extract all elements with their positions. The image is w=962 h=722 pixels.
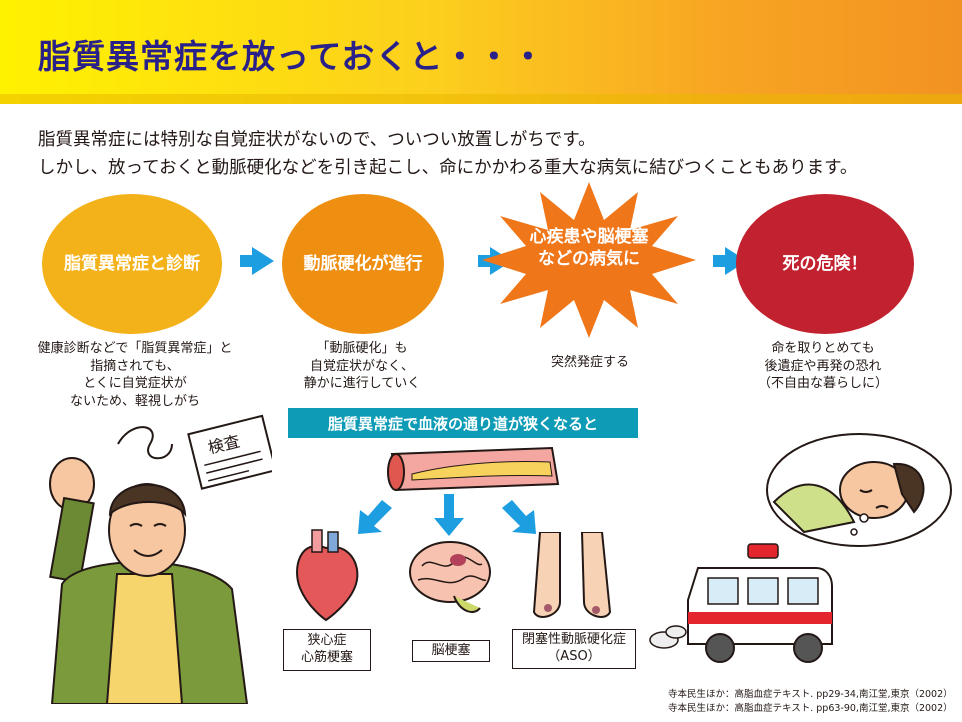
organ-label-heart: 狭心症 心筋梗塞 (283, 629, 371, 671)
arrow-down-right-icon (502, 500, 536, 534)
step-disease-label-line: などの病気に (538, 249, 640, 270)
desc-line: 突然発症する (550, 355, 629, 370)
desc-line: 健康診断などで「脂質異常症」と (37, 341, 233, 356)
intro-line-1: 脂質異常症には特別な自覚症状がないので、ついつい放置しがちです。 (38, 130, 596, 150)
desc-line: 自覚症状がなく、 (309, 358, 414, 374)
siren-icon (747, 543, 779, 559)
desc-line: 静かに進行していく (303, 376, 421, 392)
step-death-label: 死の危険！ (782, 253, 868, 274)
desc-line: 「動脈硬化」も (316, 341, 408, 356)
organ-label-line: 脳梗塞 (431, 642, 471, 658)
desc-line: とくに自覚症状が (83, 376, 187, 392)
step-disease-label: 心疾患や脳梗塞 などの病気に (482, 226, 696, 271)
desc-line: 命を取りとめても (771, 341, 875, 356)
step-death-desc: 命を取りとめても 後遺症や再発の恐れ （不自由な暮らしに） (718, 340, 928, 393)
heart-illustration (296, 529, 359, 622)
step-diagnosis-desc: 健康診断などで「脂質異常症」と 指摘されても、 とくに自覚症状が ないため、軽視… (30, 340, 240, 411)
step-disease-desc: 突然発症する (500, 354, 680, 372)
desc-line: ないため、軽視しがち (69, 394, 200, 410)
step-death-circle: 死の危険！ (736, 194, 914, 334)
brain-illustration (409, 541, 491, 613)
blood-vessel-banner: 脂質異常症で血液の通り道が狭くなると (288, 408, 638, 438)
desc-line: 指摘されても、 (90, 358, 180, 374)
header-stripe (0, 94, 962, 104)
narrowed-artery-illustration (387, 446, 560, 492)
step-diagnosis-circle: 脂質異常症と診断 (42, 194, 222, 334)
organ-label-line: 閉塞性動脈硬化症 (521, 632, 626, 648)
page-title: 脂質異常症を放っておくと・・・ (38, 37, 546, 76)
header-band (0, 0, 962, 104)
organ-label-line: 狭心症 (307, 633, 347, 649)
organ-label-brain: 脳梗塞 (412, 640, 490, 662)
organ-label-line: 心筋梗塞 (300, 650, 353, 665)
organ-label-legs: 閉塞性動脈硬化症 （ASO） (512, 629, 636, 669)
legs-illustration (532, 532, 612, 618)
reference-2: 寺本民生ほか：高脂血症テキスト. pp63-90,南江堂,東京（2002） (668, 703, 953, 714)
starburst-icon (482, 182, 696, 338)
step-arteriosclerosis-label: 動脈硬化が進行 (303, 253, 423, 274)
patient-thought-bubble (766, 433, 952, 547)
step-disease-label-line: 心疾患や脳梗塞 (529, 227, 649, 247)
arrow-right-icon (240, 247, 274, 275)
ambulance-illustration (649, 543, 833, 663)
step-arteriosclerosis-desc: 「動脈硬化」も 自覚症状がなく、 静かに進行していく (262, 340, 462, 393)
desc-line: （不自由な暮らしに） (757, 376, 888, 392)
intro-line-2: しかし、放っておくと動脈硬化などを引き起こし、命にかかわる重大な病気に結びつくこ… (38, 158, 858, 178)
branch-arrows (358, 494, 536, 536)
step-arteriosclerosis-circle: 動脈硬化が進行 (282, 194, 444, 334)
arrow-down-left-icon (358, 500, 392, 534)
step-diagnosis-label: 脂質異常症と診断 (64, 253, 200, 274)
reference-1: 寺本民生ほか：高脂血症テキスト. pp29-34,南江堂,東京（2002） (668, 689, 953, 700)
organ-label-line: （ASO） (547, 649, 601, 664)
desc-line: 後遺症や再発の恐れ (764, 358, 882, 374)
man-illustration: 検査 (49, 414, 272, 704)
arrow-down-icon (434, 494, 464, 536)
